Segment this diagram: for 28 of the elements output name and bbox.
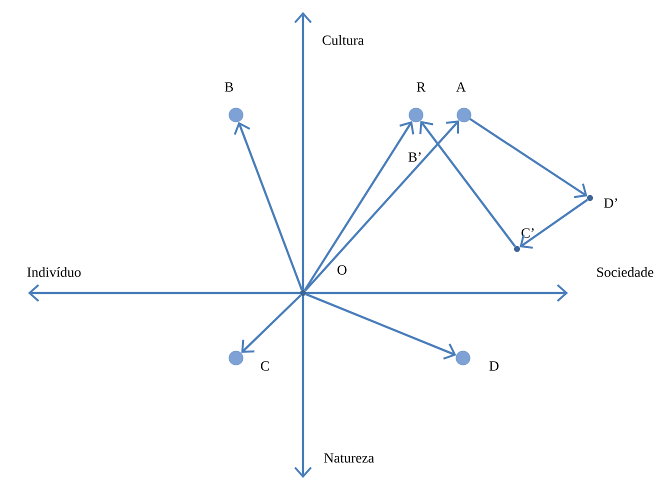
arrow [234, 122, 303, 290]
arrow [306, 293, 456, 360]
axis-label: Indivíduo [27, 267, 81, 277]
point-marker [456, 108, 472, 122]
arrow [304, 120, 460, 292]
point-label: D’ [604, 198, 618, 208]
arrow [419, 120, 516, 248]
axis-label: Sociedade [597, 267, 654, 277]
point-label: A [456, 82, 466, 92]
axis-label: Cultura [322, 35, 364, 45]
point-marker [408, 108, 424, 122]
point-marker [228, 350, 244, 366]
arrow [304, 121, 414, 291]
point-label: B [224, 82, 233, 92]
point-label: O [338, 265, 346, 275]
vertex-point [300, 290, 306, 296]
vertex-point [587, 195, 593, 201]
arrow [241, 294, 302, 353]
axis-label: B’ [408, 152, 421, 162]
vertex-point [514, 246, 520, 252]
point-label: D [489, 361, 498, 371]
point-label: R [416, 82, 426, 92]
arrow [470, 118, 588, 198]
arrow [520, 198, 588, 249]
point-marker [456, 350, 470, 366]
point-marker [228, 108, 244, 122]
axis-label: Natureza [324, 453, 374, 463]
point-label: C [260, 361, 269, 371]
